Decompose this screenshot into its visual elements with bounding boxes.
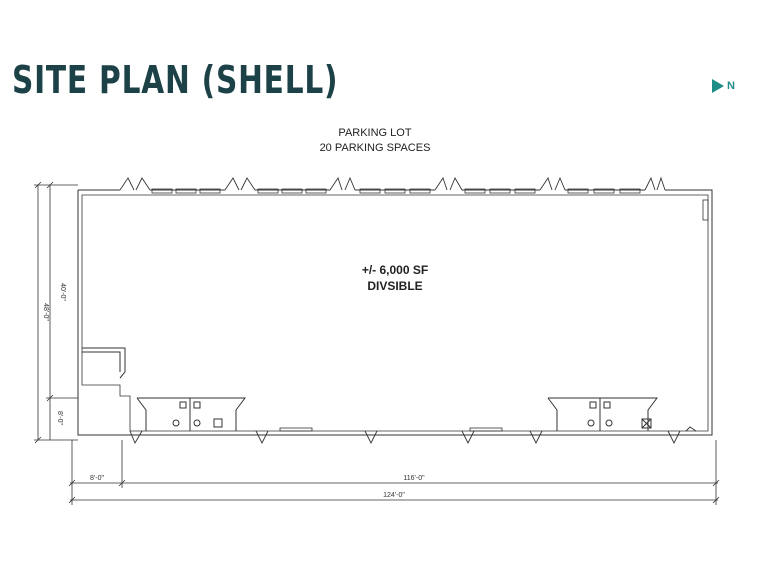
dim-width-side: 8'-0" xyxy=(90,475,104,482)
north-arrow-icon xyxy=(712,79,724,93)
storefront-windows xyxy=(151,188,709,221)
rear-doors xyxy=(129,426,697,445)
horizontal-dimensions xyxy=(68,440,720,505)
north-indicator: N xyxy=(712,79,735,93)
dim-depth-rear: 8'-0" xyxy=(56,411,63,425)
parking-spaces-count: 20 PARKING SPACES xyxy=(319,142,431,154)
dim-depth-total: 48'-0" xyxy=(42,303,49,321)
space-area: +/- 6,000 SF xyxy=(361,263,429,277)
dim-width-total: 124'-0" xyxy=(383,492,405,499)
restroom-block-left xyxy=(136,397,246,431)
space-divisible-note: DIVSIBLE xyxy=(367,279,423,293)
storefront-entries xyxy=(119,176,666,191)
restroom-block-right xyxy=(547,397,658,431)
page-title: SITE PLAN (SHELL) xyxy=(12,58,339,102)
rear-windows xyxy=(279,427,503,432)
utility-room xyxy=(82,347,126,379)
building-inner-wall xyxy=(81,194,709,432)
building-outline xyxy=(77,189,713,436)
north-letter: N xyxy=(727,80,735,92)
parking-lot-title: PARKING LOT xyxy=(338,127,412,139)
dim-width-main: 116'-0" xyxy=(403,475,425,482)
vertical-dimensions xyxy=(34,181,78,444)
dim-depth-front: 40'-0" xyxy=(59,283,66,301)
space-area-label: +/- 6,000 SF DIVSIBLE xyxy=(300,262,490,294)
parking-lot-label: PARKING LOT 20 PARKING SPACES xyxy=(240,126,510,156)
